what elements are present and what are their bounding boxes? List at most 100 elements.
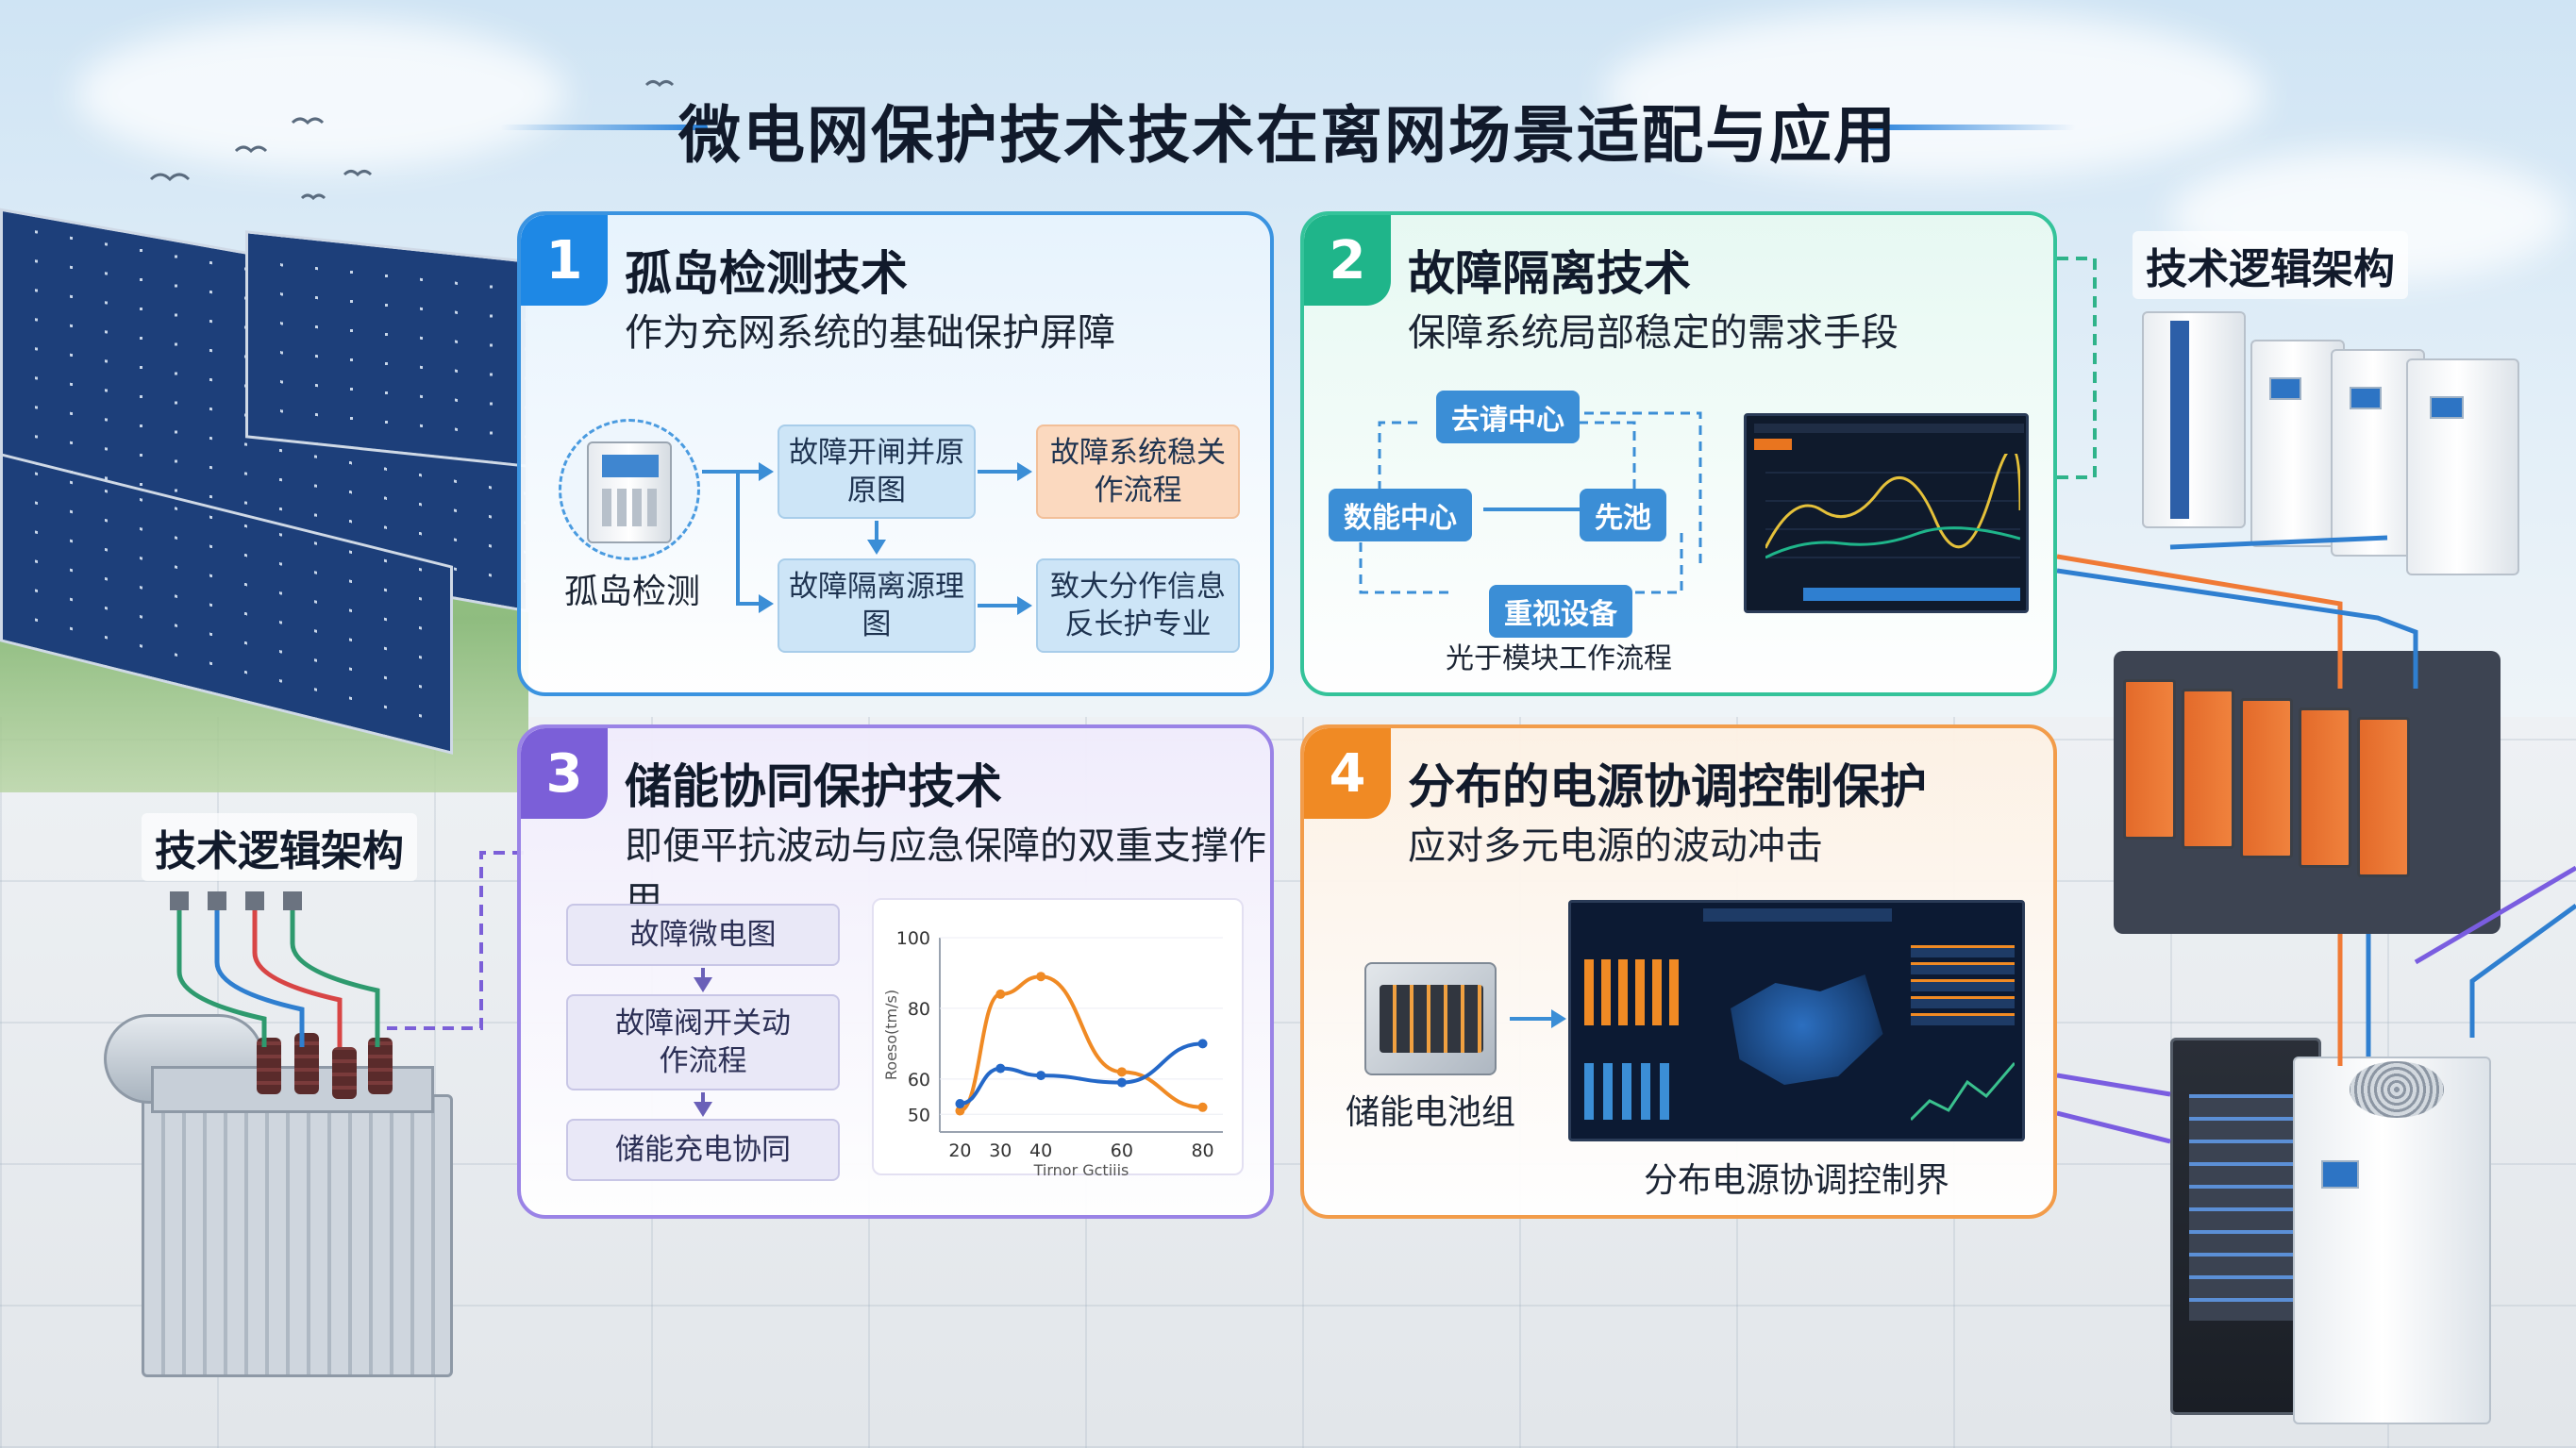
series-line-2 — [960, 1041, 1203, 1107]
card-title: 孤岛检测技术 — [625, 246, 908, 301]
y-tick-label: 50 — [908, 1105, 930, 1125]
card-title: 故障隔离技术 — [1408, 246, 1691, 301]
flow-arrow — [736, 470, 740, 604]
step-box: 储能充电协同 — [566, 1119, 840, 1181]
arrowhead — [694, 1102, 712, 1117]
flow-arrow — [702, 470, 759, 474]
title-line-left — [500, 125, 708, 130]
card-title: 储能协同保护技术 — [625, 759, 1002, 814]
series-point-2 — [1197, 1039, 1208, 1049]
birds-icon — [149, 80, 675, 201]
step-box: 故障阀开关动作流程 — [566, 994, 840, 1090]
series-point-2 — [1036, 1071, 1046, 1081]
arrowhead — [1017, 596, 1032, 615]
monitor-dashboard — [1744, 413, 2029, 613]
dashboard-tab — [1754, 439, 1792, 450]
node-dispatch-center: 去请中心 — [1436, 391, 1580, 443]
title-line-right — [1868, 125, 2076, 130]
arrowhead — [759, 594, 774, 613]
side-label-left: 技术逻辑架构 — [142, 813, 417, 881]
node-data-center: 数能中心 — [1329, 489, 1472, 541]
device-label: 孤岛检测 — [564, 573, 701, 611]
battery-pack-icon — [1364, 962, 1497, 1075]
cloud — [75, 19, 566, 170]
control-dashboard — [1568, 900, 2025, 1141]
cabinet-screen — [2321, 1160, 2359, 1189]
arrowhead — [1017, 462, 1032, 481]
fan-icon — [2350, 1061, 2444, 1118]
series-point-1 — [1116, 1067, 1127, 1077]
flow-arrow — [978, 470, 1017, 474]
cabinet-stripe — [2170, 321, 2189, 519]
flow-arrow — [978, 604, 1017, 607]
flow-arrow — [736, 602, 761, 606]
transformer-body — [142, 1094, 453, 1377]
solar-panel — [245, 230, 528, 468]
arrowhead — [694, 977, 712, 992]
card-distributed-source-control: 4 分布的电源协调控制保护 应对多元电源的波动冲击 储能电池组 分布电源协调控制… — [1300, 724, 2057, 1219]
card-islanding-detection: 1 孤岛检测技术 作为充网系统的基础保护屏障 孤岛检测 故障开闸并原原图 故障系… — [517, 211, 1274, 696]
x-axis-label: Tirnor Gctiiis — [1033, 1161, 1129, 1177]
card-subtitle: 应对多元电源的波动冲击 — [1408, 824, 1823, 868]
y-axis-label: Roeso(tm/s) — [882, 990, 900, 1080]
dashed-link-right — [2057, 257, 2097, 479]
dashboard-caption: 分布电源协调控制界 — [1644, 1161, 1950, 1200]
page-title: 微电网保护技术技术在离网场景适配与应用 — [678, 99, 1898, 172]
card-number: 2 — [1304, 215, 1391, 306]
y-tick-label: 80 — [908, 999, 930, 1020]
node-key-device: 重视设备 — [1489, 585, 1632, 638]
device-buttons — [602, 489, 659, 526]
card-number: 4 — [1304, 728, 1391, 819]
card-subtitle: 作为充网系统的基础保护屏障 — [625, 311, 1115, 355]
flow-arrow — [1510, 1017, 1553, 1021]
insulator — [332, 1047, 357, 1099]
battery-pack-display — [1380, 985, 1483, 1053]
dashed-link-left — [387, 851, 524, 1030]
card-fault-isolation: 2 故障隔离技术 保障系统局部稳定的需求手段 去请中心 数能中心 先池 重视设备… — [1300, 211, 2057, 696]
dashboard-progress — [1803, 588, 2020, 601]
series-point-1 — [1197, 1102, 1208, 1112]
cabinet-screen — [2269, 377, 2301, 400]
battery-module — [2299, 707, 2351, 868]
cloud — [1604, 9, 2265, 179]
series-point-2 — [1116, 1077, 1127, 1088]
arrowhead — [867, 540, 886, 555]
dashboard-header — [1754, 424, 2024, 433]
card-number: 3 — [521, 728, 608, 819]
detector-device-icon — [587, 441, 672, 543]
dashboard-list — [1911, 940, 2015, 1025]
insulator — [368, 1038, 393, 1094]
dashboard-bars — [1584, 1063, 1679, 1120]
cabinet-screen — [2350, 387, 2382, 409]
battery-module — [2357, 717, 2410, 877]
device-screen — [602, 455, 659, 477]
x-tick-label: 40 — [1029, 1140, 1052, 1161]
flow-caption: 光于模块工作流程 — [1446, 642, 1672, 675]
dashboard-map — [1731, 974, 1883, 1085]
dashboard-bars — [1584, 959, 1679, 1025]
insulator — [257, 1038, 281, 1094]
flow-arrow — [875, 521, 878, 541]
series-line-1 — [959, 974, 1203, 1113]
series-point-2 — [955, 1099, 965, 1109]
arrowhead — [1551, 1009, 1566, 1028]
y-tick-label: 60 — [908, 1070, 930, 1090]
card-subtitle: 即便平抗波动与应急保障的双重支撑作用 — [625, 824, 1266, 923]
dashboard-chart — [1765, 454, 2020, 559]
x-tick-label: 60 — [1111, 1140, 1133, 1161]
card-subtitle: 保障系统局部稳定的需求手段 — [1408, 311, 1899, 355]
flow-box: 故障隔离源理图 — [778, 558, 976, 653]
flow-box: 故障开闸并原原图 — [778, 424, 976, 519]
battery-module — [2182, 689, 2234, 849]
cabinet-screen — [2430, 396, 2464, 419]
arrowhead — [759, 462, 774, 481]
step-box: 故障微电图 — [566, 904, 840, 966]
flow-box: 故障系统稳关作流程 — [1036, 424, 1240, 519]
insulator — [294, 1033, 319, 1094]
device-label: 储能电池组 — [1346, 1093, 1516, 1132]
series-point-1 — [995, 989, 1006, 999]
control-cabinet — [2142, 311, 2246, 528]
battery-module — [2240, 698, 2293, 858]
